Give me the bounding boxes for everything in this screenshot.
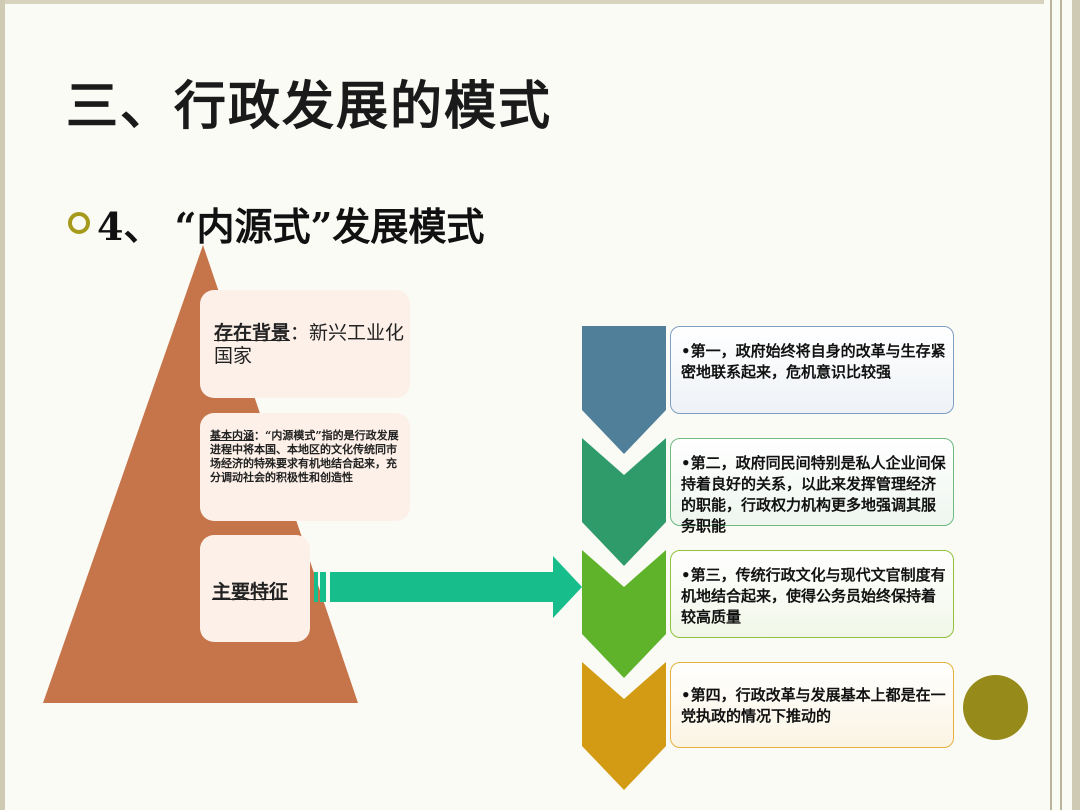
feature-item-4: •第四，行政改革与发展基本上都是在一党执政的情况下推动的: [670, 662, 954, 748]
chevron-3: [582, 550, 666, 678]
connotation-card: 基本内涵：“内源模式”指的是行政发展进程中将本国、本地区的文化传统同市场经济的特…: [200, 413, 410, 521]
arrow-stripe-1: [314, 572, 318, 602]
slide-left-border: [0, 0, 5, 810]
slide-right-border: [1044, 0, 1080, 810]
decorative-circle: [963, 675, 1028, 740]
slide-title: 三、行政发展的模式: [66, 76, 553, 137]
feature-item-2: •第二，政府同民间特别是私人企业间保持着良好的关系，以此来发挥管理经济的职能，行…: [670, 438, 954, 535]
features-label: 主要特征: [212, 581, 289, 603]
slide-top-border: [0, 0, 1080, 4]
connotation-label: 基本内涵: [210, 429, 254, 442]
feature-item-3: •第三，传统行政文化与现代文官制度有机地结合起来，使得公务员始终保持着较高质量: [670, 550, 954, 638]
bullet-ring-icon: [68, 212, 90, 234]
arrow-stripe-2: [320, 572, 326, 602]
chevron-4: [582, 662, 666, 790]
background-label: 存在背景: [214, 322, 291, 344]
features-card: 主要特征: [200, 535, 310, 642]
chevron-2: [582, 438, 666, 566]
background-text: ：新兴工业化国家: [214, 322, 405, 367]
chevron-1: [582, 326, 666, 454]
background-card: 存在背景：新兴工业化国家: [200, 290, 410, 398]
connotation-text: ：“内源模式”指的是行政发展进程中将本国、本地区的文化传统同市场经济的特殊要求有…: [210, 429, 399, 484]
feature-item-1: •第一，政府始终将自身的改革与生存紧密地联系起来，危机意识比较强: [670, 326, 954, 414]
connector-arrow: [330, 556, 582, 618]
slide-subtitle: 4、 “内源式”发展模式: [97, 204, 485, 249]
